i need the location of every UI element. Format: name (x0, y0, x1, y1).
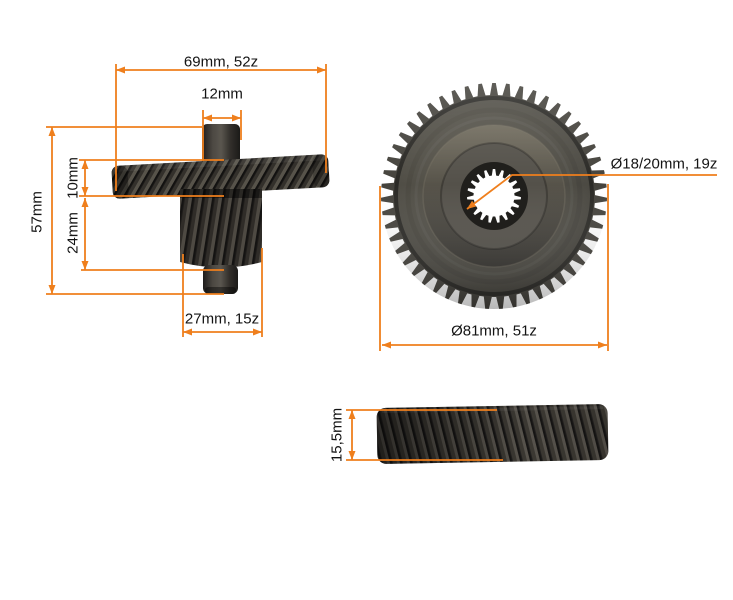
extension-lines (46, 64, 609, 461)
label-pinion-length: 24mm (64, 212, 82, 254)
splined-bore-hole (467, 169, 521, 223)
label-gear-thickness: 10mm (64, 157, 82, 199)
bottom-shaft (203, 265, 238, 294)
large-gear-side (111, 154, 330, 199)
edge-view-gear (376, 404, 609, 464)
top-shaft (202, 124, 240, 166)
label-overall-length: 57mm (28, 191, 46, 233)
label-overall-width: 69mm, 52z (183, 53, 259, 71)
label-bore: Ø18/20mm, 19z (610, 155, 718, 173)
front-view-gear (381, 83, 607, 309)
label-thickness: 15,5mm (328, 407, 346, 463)
dimension-lines (46, 64, 717, 461)
label-outer-diameter: Ø81mm, 51z (451, 322, 537, 340)
label-shaft-diameter: 12mm (201, 85, 243, 103)
pinion-gear-side (180, 189, 262, 268)
bore-leader-line (466, 174, 717, 210)
side-view-gear-assembly (111, 124, 330, 294)
measure-lines (48, 66, 717, 460)
label-pinion-gear: 27mm, 15z (184, 310, 260, 328)
